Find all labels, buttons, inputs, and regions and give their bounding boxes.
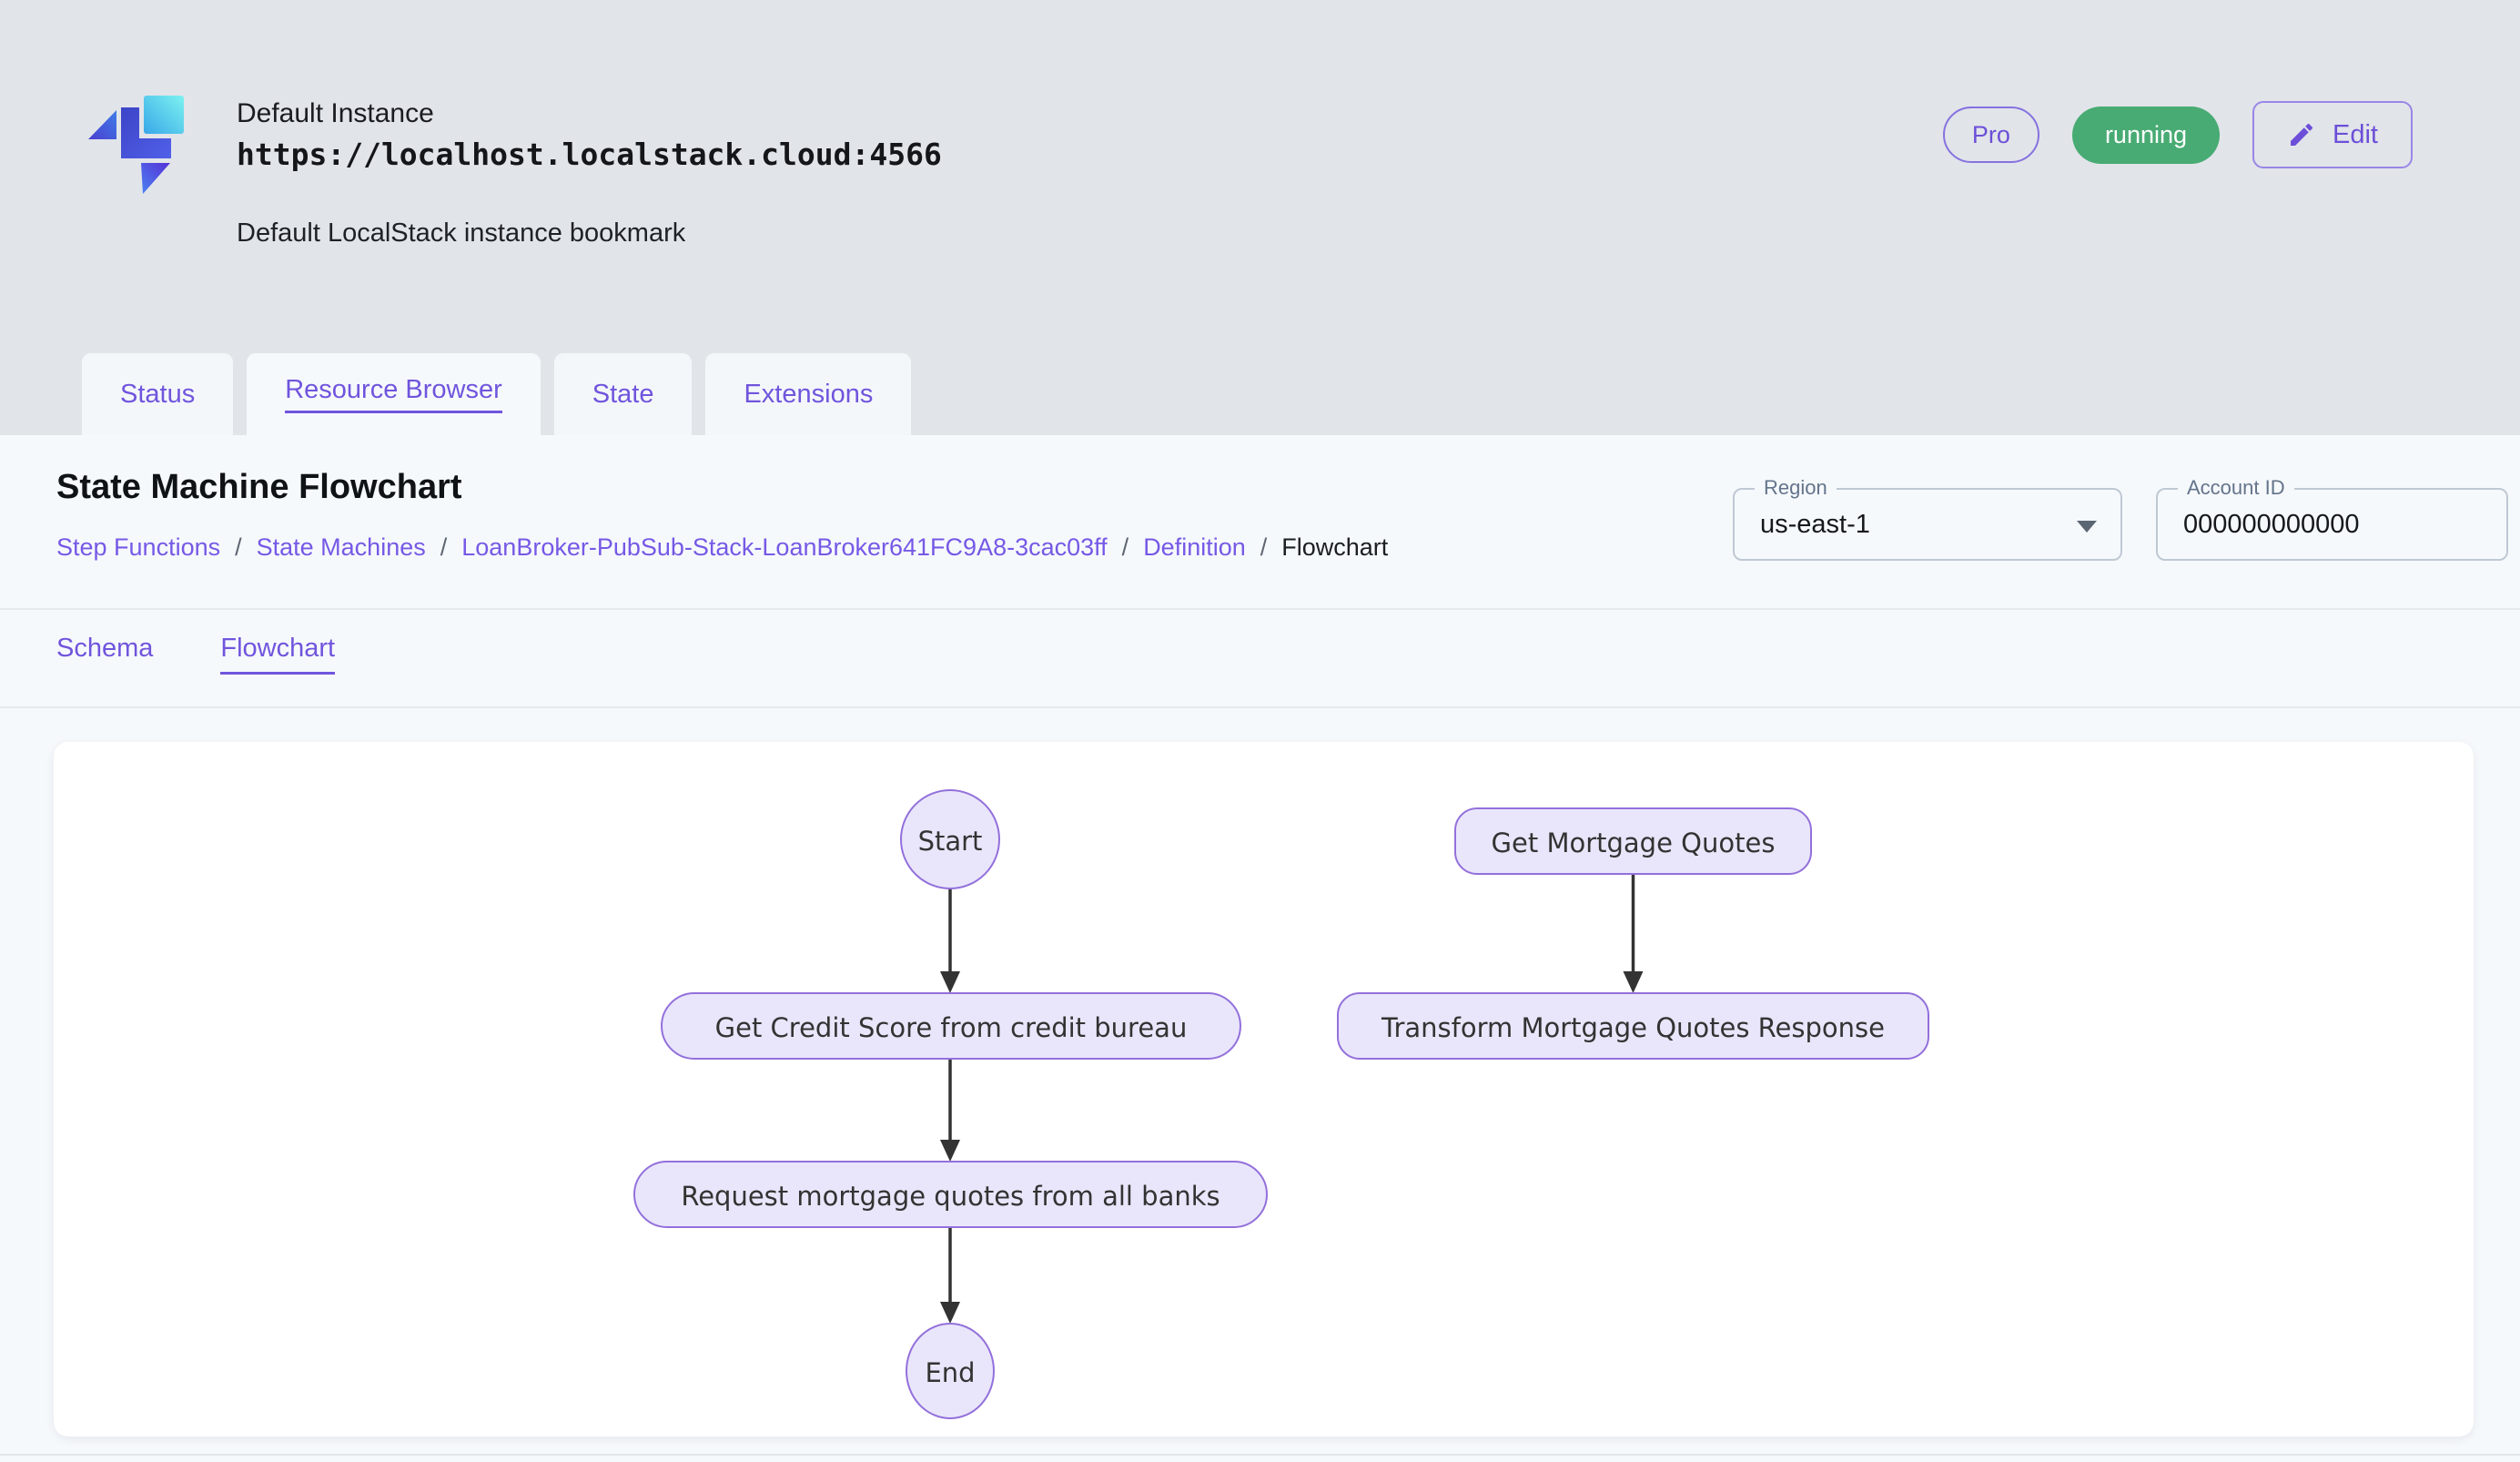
subtab-schema[interactable]: Schema — [56, 634, 154, 663]
chevron-down-icon — [2077, 521, 2097, 533]
subtab-flowchart[interactable]: Flowchart — [220, 634, 336, 675]
flow-node-label-transform: Transform Mortgage Quotes Response — [1381, 1012, 1885, 1043]
edit-button-label: Edit — [2333, 119, 2378, 149]
page-title: State Machine Flowchart — [56, 468, 462, 506]
flow-node-end — [906, 1323, 995, 1419]
instance-title: Default Instance — [237, 98, 434, 128]
breadcrumb-separator: / — [235, 533, 242, 561]
edit-button[interactable]: Edit — [2252, 101, 2413, 168]
pencil-icon — [2291, 123, 2313, 146]
breadcrumb-definition[interactable]: Definition — [1143, 533, 1246, 561]
breadcrumb-separator: / — [1260, 533, 1268, 561]
breadcrumb: Step Functions / State Machines / LoanBr… — [56, 533, 1388, 562]
flow-arrowhead — [940, 971, 960, 993]
main-tabs: Status Resource Browser State Extensions — [82, 353, 912, 435]
region-value: us-east-1 — [1760, 510, 1870, 539]
flow-node-credit — [661, 992, 1241, 1060]
flow-arrowhead — [940, 1140, 960, 1162]
breadcrumb-state-machine-name[interactable]: LoanBroker-PubSub-Stack-LoanBroker641FC9… — [461, 533, 1108, 561]
flow-arrowhead — [1623, 971, 1644, 993]
tab-resource-browser[interactable]: Resource Browser — [247, 353, 541, 435]
instance-header: Default Instance https://localhost.local… — [0, 0, 2520, 353]
localstack-logo-icon — [88, 96, 184, 194]
pro-badge: Pro — [1942, 107, 2039, 163]
breadcrumb-separator: / — [1121, 533, 1129, 561]
breadcrumb-state-machines[interactable]: State Machines — [256, 533, 426, 561]
flow-node-label-credit: Get Credit Score from credit bureau — [715, 1012, 1188, 1043]
flow-node-transform — [1337, 992, 1929, 1060]
region-select[interactable]: Region us-east-1 — [1733, 476, 2122, 561]
flow-node-label-start: Start — [918, 826, 983, 857]
account-id-input[interactable] — [2183, 490, 2463, 559]
instance-subtitle: Default LocalStack instance bookmark — [237, 218, 686, 248]
status-badge: running — [2071, 106, 2221, 164]
tab-status[interactable]: Status — [82, 353, 234, 435]
flow-node-label-end: End — [925, 1357, 975, 1388]
flow-node-label-request: Request mortgage quotes from all banks — [681, 1181, 1220, 1212]
definition-subtabs: Schema Flowchart — [56, 634, 336, 675]
tab-extensions[interactable]: Extensions — [705, 353, 912, 435]
account-id-field: Account ID — [2156, 476, 2508, 561]
instance-url: https://localhost.localstack.cloud:4566 — [237, 137, 942, 172]
tab-state[interactable]: State — [553, 353, 693, 435]
flow-node-request — [633, 1161, 1268, 1228]
flow-node-label-getquotes: Get Mortgage Quotes — [1492, 827, 1776, 858]
breadcrumb-current: Flowchart — [1281, 533, 1389, 561]
divider — [0, 706, 2520, 708]
breadcrumb-separator: / — [440, 533, 448, 561]
flow-arrowhead — [940, 1302, 960, 1324]
divider — [0, 1454, 2520, 1456]
breadcrumb-step-functions[interactable]: Step Functions — [56, 533, 221, 561]
resource-browser-panel: State Machine Flowchart Step Functions /… — [0, 435, 2520, 1462]
region-label: Region — [1755, 476, 1837, 500]
flow-node-start — [900, 789, 1000, 889]
divider — [0, 608, 2520, 610]
flow-node-getquotes — [1454, 807, 1812, 875]
